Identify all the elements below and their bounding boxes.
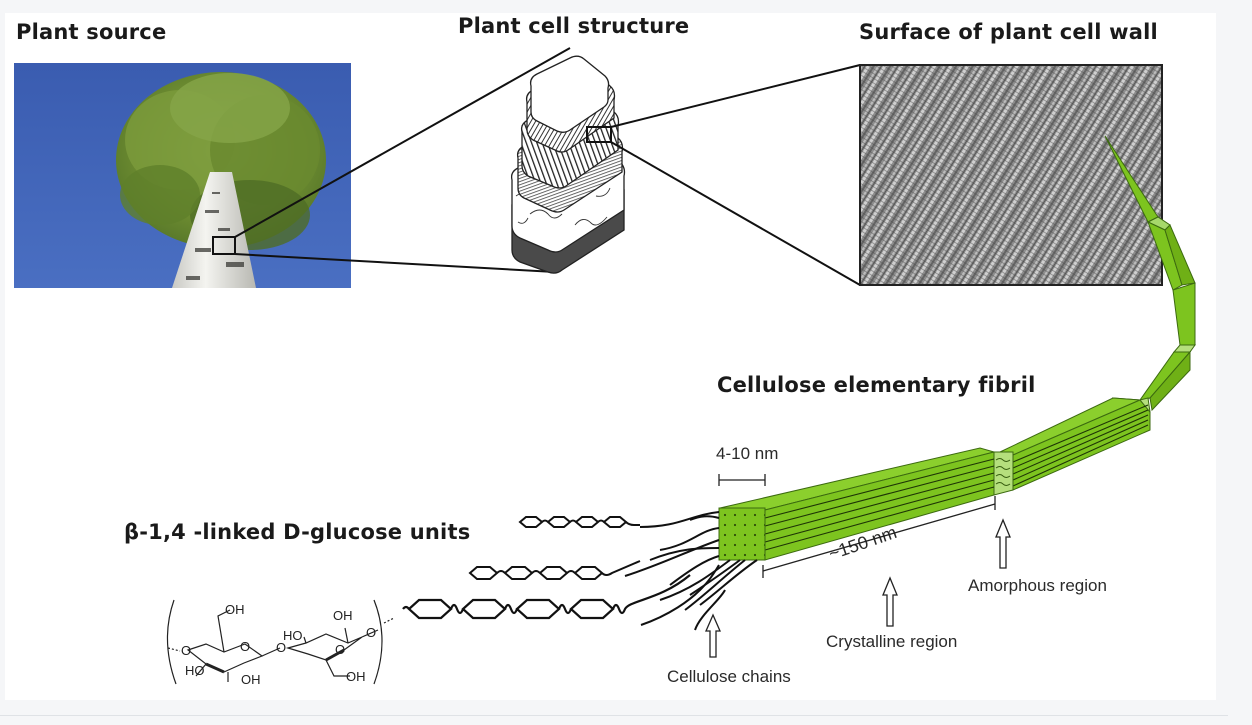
cellobiose-structure: [166, 599, 395, 685]
arrow-crystalline-region: [882, 576, 898, 627]
chem-o: O: [335, 642, 345, 657]
cell-wall-micrograph: [859, 64, 1163, 286]
elementary-fibril: [718, 135, 1196, 561]
chem-o: O: [366, 625, 376, 640]
chem-oh: OH: [346, 669, 366, 684]
title-plant-cell-structure: Plant cell structure: [458, 14, 690, 38]
title-elementary-fibril: Cellulose elementary fibril: [717, 373, 1036, 397]
title-surface-cell-wall: Surface of plant cell wall: [859, 20, 1158, 44]
chem-oh: OH: [241, 672, 261, 687]
amorphous-segment: [993, 451, 1014, 496]
label-amorphous-region: Amorphous region: [968, 576, 1107, 595]
glucose-chain-lower: [402, 574, 691, 620]
connector-cell-to-wall: [610, 64, 861, 286]
chem-ho: HO: [185, 663, 205, 678]
glucose-chain-upper: [518, 516, 640, 528]
cell-lumen: [529, 55, 610, 133]
title-plant-source: Plant source: [16, 20, 167, 44]
arrow-amorphous-region: [995, 518, 1011, 569]
tree-canopy: [116, 72, 326, 250]
zoom-box-tree: [212, 236, 236, 255]
arrow-cellulose-chains: [705, 613, 721, 658]
chem-atom-labels: OH O O HO OH O HO OH O O OH: [181, 602, 376, 687]
cell-wall-layers-illustration: [510, 55, 626, 274]
title-glucose-units: β-1,4 -linked D-glucose units: [124, 520, 471, 544]
bracket-left: [166, 599, 177, 685]
label-crystalline-region: Crystalline region: [826, 632, 958, 651]
chem-oh: OH: [225, 602, 245, 617]
birch-trunk: [172, 172, 256, 288]
page-divider: [0, 715, 1228, 716]
width-scale-bar: [718, 474, 766, 486]
fibril-cross-section: [718, 507, 766, 561]
chem-ho: HO: [283, 628, 303, 643]
glucose-chain-middle: [468, 560, 641, 580]
zoom-box-cell: [586, 126, 612, 143]
bracket-right: [373, 599, 383, 685]
cellulose-chain-strands: [624, 511, 758, 631]
length-scale-bar: [762, 496, 996, 578]
chem-o: O: [181, 643, 191, 658]
tree-photo: [14, 63, 351, 288]
chem-o: O: [276, 640, 286, 655]
chem-o: O: [240, 639, 250, 654]
chem-oh: OH: [333, 608, 353, 623]
bark-marks: [186, 192, 244, 280]
connector-tree-to-cell: [234, 47, 571, 273]
label-width-scale: 4-10 nm: [716, 444, 779, 463]
label-cellulose-chains: Cellulose chains: [667, 667, 791, 686]
